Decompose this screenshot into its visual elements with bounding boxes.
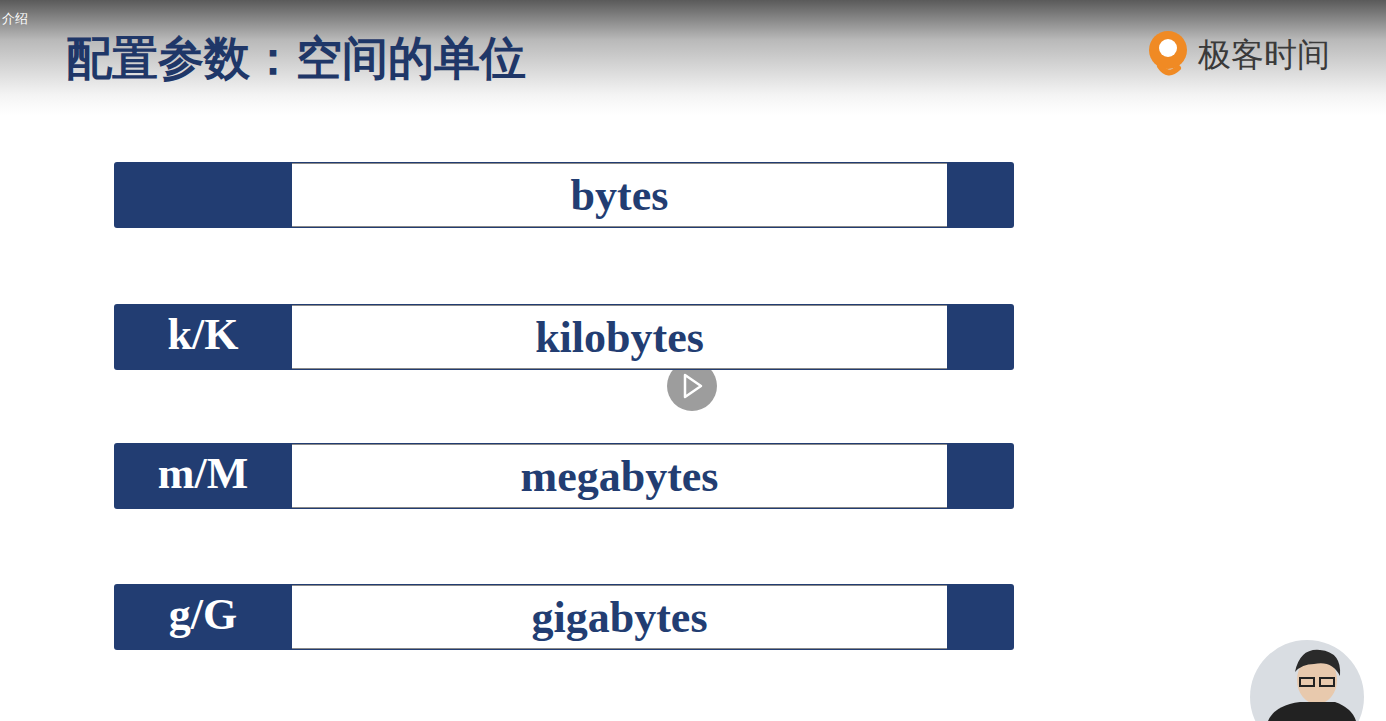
unit-band: bytes	[114, 162, 1014, 228]
unit-symbol: k/K	[114, 304, 292, 370]
presenter-video	[1250, 640, 1364, 721]
logo-icon	[1149, 31, 1187, 73]
unit-band: m/Mmegabytes	[114, 443, 1014, 509]
unit-symbol: g/G	[114, 584, 292, 650]
unit-band: k/Kkilobytes	[114, 304, 1014, 370]
unit-band: g/Ggigabytes	[114, 584, 1014, 650]
unit-name: bytes	[292, 162, 947, 228]
unit-symbol: m/M	[114, 443, 292, 509]
unit-name: kilobytes	[292, 304, 947, 370]
slide-title: 配置参数：空间的单位	[66, 28, 526, 88]
brand-logo: 极客时间	[1198, 33, 1330, 77]
unit-name: gigabytes	[292, 584, 947, 650]
video-title: 介绍	[2, 10, 28, 28]
unit-name: megabytes	[292, 443, 947, 509]
